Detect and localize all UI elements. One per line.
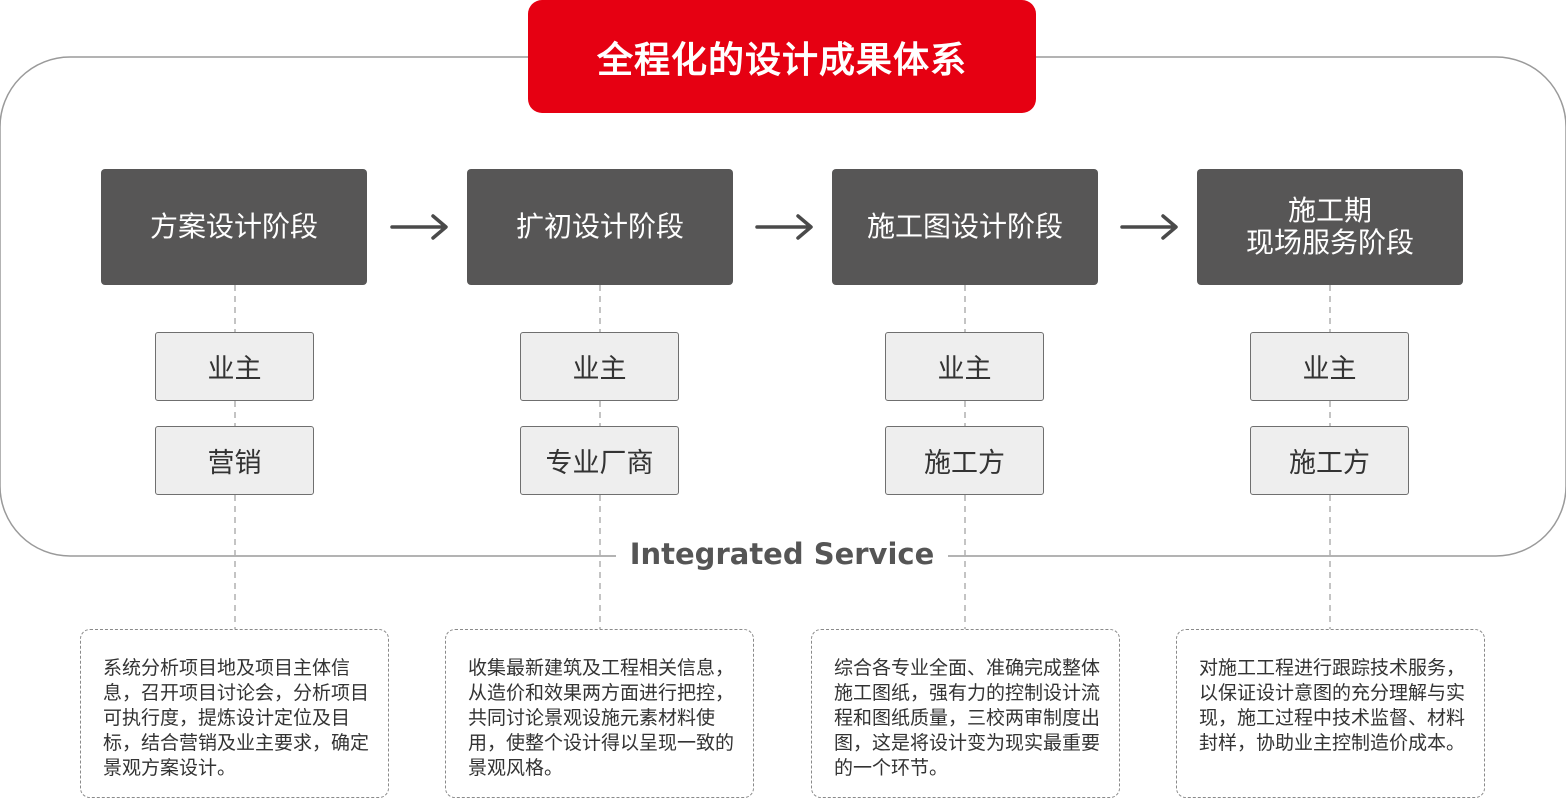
stage-2-label: 扩初设计阶段 [515, 210, 684, 243]
stage-2-box: 扩初设计阶段 [467, 169, 733, 285]
stage-3-description: 综合各专业全面、准确完成整体施工图纸，强有力的控制设计流程和图纸质量，三校两审制… [811, 629, 1120, 798]
stage-2-description: 收集最新建筑及工程相关信息，从造价和效果两方面进行把控，共同讨论景观设施元素材料… [445, 629, 754, 798]
stage-4-label-line2: 现场服务阶段 [1245, 226, 1414, 259]
outer-outline [0, 56, 1566, 557]
stage-1-role-2: 营销 [155, 426, 314, 495]
stage-3-role-2: 施工方 [885, 426, 1044, 495]
stage-1-label: 方案设计阶段 [149, 210, 318, 243]
integrated-service-label: Integrated Service [616, 533, 948, 575]
stage-3-box: 施工图设计阶段 [832, 169, 1098, 285]
stage-3-label: 施工图设计阶段 [866, 210, 1063, 243]
stage-1-box: 方案设计阶段 [101, 169, 367, 285]
stage-4-box: 施工期 现场服务阶段 [1197, 169, 1463, 285]
stage-1-description: 系统分析项目地及项目主体信息，召开项目讨论会，分析项目可执行度，提炼设计定位及目… [80, 629, 389, 798]
stage-1-role-1: 业主 [155, 332, 314, 401]
stage-4-description: 对施工工程进行跟踪技术服务，以保证设计意图的充分理解与实现，施工过程中技术监督、… [1176, 629, 1485, 798]
stage-4-role-2: 施工方 [1250, 426, 1409, 495]
right-arrow-icon [390, 214, 448, 240]
stage-4-role-1: 业主 [1250, 332, 1409, 401]
stage-2-role-2: 专业厂商 [520, 426, 679, 495]
stage-3-role-1: 业主 [885, 332, 1044, 401]
right-arrow-icon [755, 214, 813, 240]
connector-lines [234, 285, 1331, 629]
page-title: 全程化的设计成果体系 [528, 0, 1036, 113]
right-arrow-icon [1120, 214, 1178, 240]
stage-2-role-1: 业主 [520, 332, 679, 401]
stage-4-label-line1: 施工期 [1287, 194, 1372, 227]
